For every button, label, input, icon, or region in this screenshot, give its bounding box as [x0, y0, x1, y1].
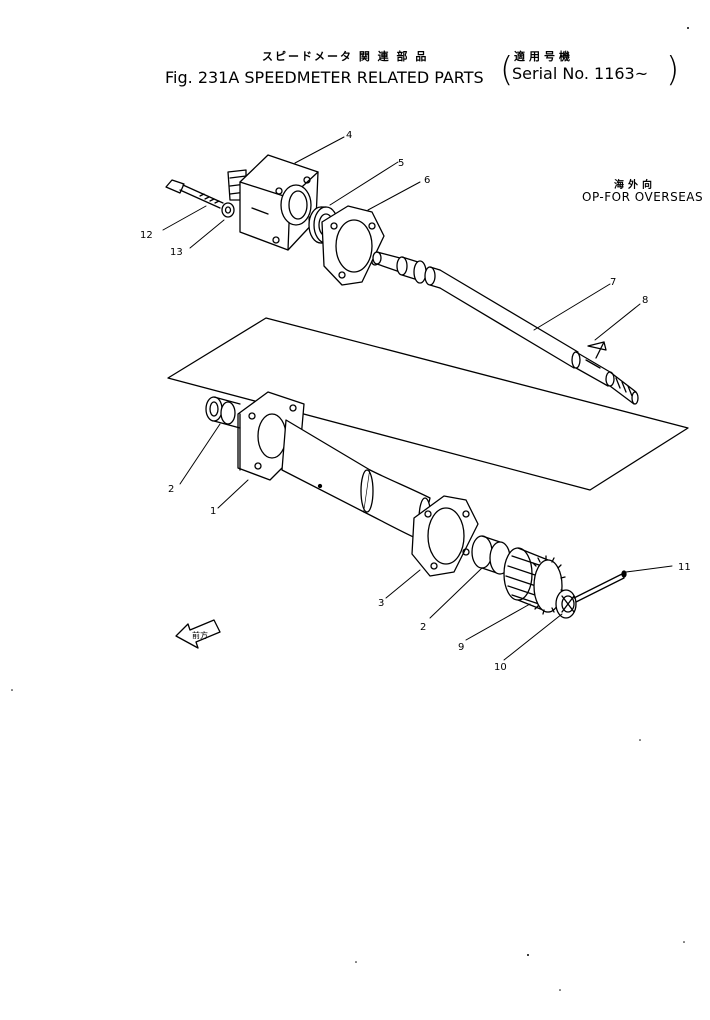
cotter-pin: [573, 570, 627, 603]
castle-nut: [555, 589, 577, 619]
callout-6: 6: [424, 175, 430, 186]
option-frame: [167, 317, 689, 491]
callout-5: 5: [398, 158, 404, 169]
title-japanese: スピードメータ 関 連 部 品: [262, 50, 429, 63]
callout-1: 1: [210, 506, 216, 517]
speedometer-shaft: [372, 251, 639, 405]
callout-3: 3: [378, 598, 384, 609]
callout-2-lower: 2: [420, 622, 426, 633]
shaft-case: [237, 391, 432, 541]
callout-4: 4: [346, 130, 352, 141]
key: [587, 341, 607, 359]
arrow-label: 前方: [192, 630, 208, 640]
page-title: Fig. 231A SPEEDMETER RELATED PARTS: [165, 68, 484, 87]
close-paren: ): [666, 50, 680, 90]
callout-12: 12: [140, 230, 153, 241]
open-paren: (: [500, 50, 514, 90]
serial-number: Serial No. 1163~: [512, 64, 649, 83]
serial-japanese: 適用号機: [514, 50, 574, 63]
bolt: [165, 179, 224, 209]
leader-lines: [162, 136, 673, 661]
callout-11: 11: [678, 562, 691, 573]
callout-7: 7: [610, 277, 616, 288]
overseas-note: OP-FOR OVERSEAS: [582, 190, 704, 204]
lock-washer: [221, 202, 235, 218]
bracket-housing: [227, 154, 319, 251]
driven-gear: [503, 547, 566, 615]
forward-arrow-icon: [175, 619, 221, 649]
gasket-lower: [411, 495, 479, 577]
bushing-upper: [205, 396, 241, 429]
callout-2-upper: 2: [168, 484, 174, 495]
callout-13: 13: [170, 247, 183, 258]
overseas-note-japanese: 海外向: [614, 180, 656, 191]
callout-9: 9: [458, 642, 464, 653]
callout-8: 8: [642, 295, 648, 306]
gasket-upper: [321, 205, 385, 286]
scan-specks: [11, 27, 689, 991]
callout-10: 10: [494, 662, 507, 673]
